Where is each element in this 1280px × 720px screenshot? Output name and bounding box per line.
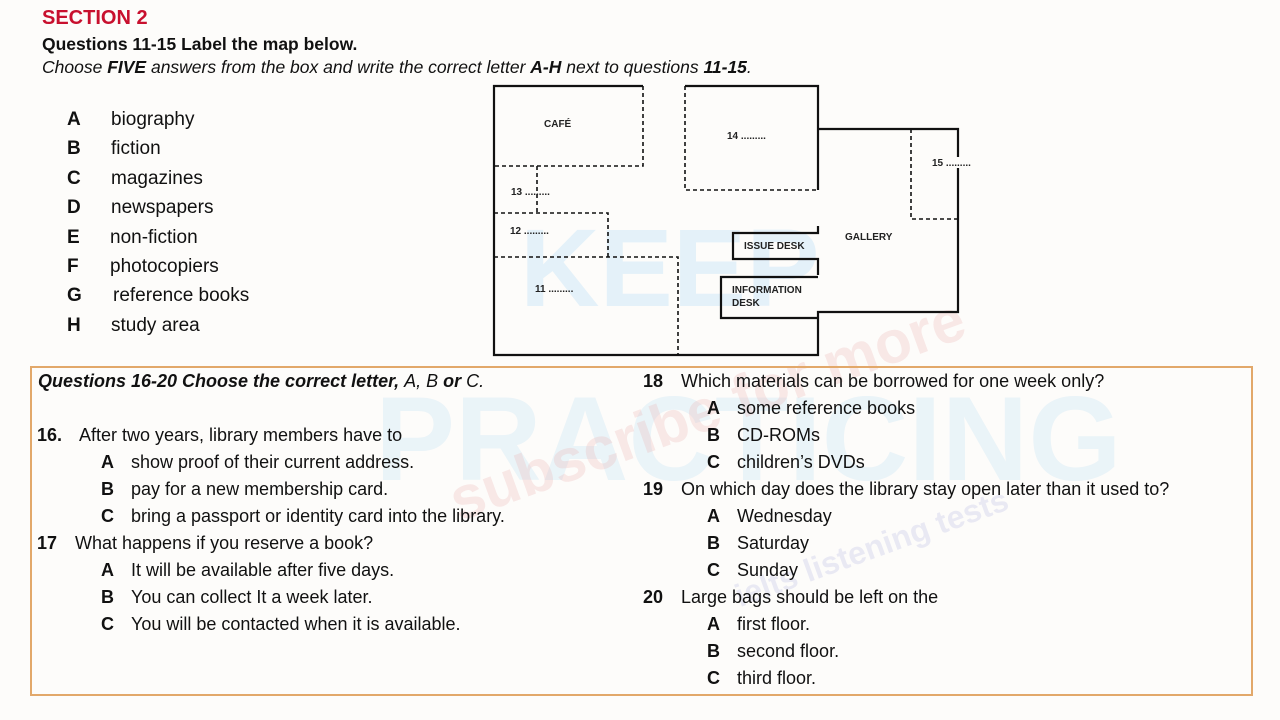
questions-11-15-heading: Questions 11-15 Label the map below. (42, 34, 358, 54)
option-letter: H (67, 314, 81, 336)
question-text: Which materials can be borrowed for one … (681, 371, 1105, 391)
choice-letter: B (101, 479, 114, 499)
heading-letters: A, B (404, 371, 439, 391)
question-number: 20 (643, 587, 664, 607)
choice-text: some reference books (737, 398, 916, 418)
instr-text: answers from the box and write the corre… (146, 57, 531, 77)
choice-text: You will be contacted when it is availab… (131, 614, 461, 634)
choice-letter: A (707, 614, 720, 634)
choice-text: It will be available after five days. (131, 560, 395, 580)
option-text: study area (111, 314, 200, 336)
choice-letter: C (707, 560, 720, 580)
choice-letter: B (707, 425, 720, 445)
question-number: 17 (37, 533, 58, 553)
choice-letter: A (101, 452, 114, 472)
choice-letter: A (707, 398, 720, 418)
choice-letter: C (707, 668, 720, 688)
choice-letter: B (707, 533, 720, 553)
choice-letter: B (707, 641, 720, 661)
question-text: Large bags should be left on the (681, 587, 939, 607)
option-letter: B (67, 138, 81, 160)
choice-letter: C (101, 614, 114, 634)
choice-letter: A (101, 560, 114, 580)
questions-16-20-box (30, 366, 1253, 696)
choice-text: second floor. (737, 641, 840, 661)
map-label-15: 15 ......... (932, 158, 971, 169)
section-title: SECTION 2 (42, 7, 148, 29)
instr-bold: 11-15 (703, 57, 747, 77)
map-label-information-desk: INFORMATION (732, 285, 802, 296)
option-letter: F (67, 256, 79, 277)
option-letter: A (67, 109, 81, 130)
option-text: fiction (111, 138, 161, 160)
question-number: 16. (37, 425, 63, 445)
map-label-14: 14 ......... (727, 131, 766, 142)
instr-text: . (746, 57, 752, 77)
choice-text: bring a passport or identity card into t… (131, 506, 505, 526)
choice-text: You can collect It a week later. (131, 587, 373, 607)
option-letter: G (67, 285, 82, 307)
map-label-12: 12 ......... (510, 226, 549, 237)
map-dashed-partitions (494, 86, 958, 355)
choice-text: first floor. (737, 614, 811, 634)
heading-letter-c: C. (466, 371, 485, 391)
choice-text: Wednesday (737, 506, 832, 526)
choice-text: Saturday (737, 533, 810, 553)
instr-text: Choose (42, 57, 108, 77)
choice-letter: C (707, 452, 720, 472)
option-text: magazines (111, 167, 203, 189)
choice-text: pay for a new membership card. (131, 479, 389, 499)
instr-bold: FIVE (107, 57, 147, 77)
question-number: 19 (643, 479, 664, 499)
heading-text: Questions 16-20 Choose the correct lette… (38, 371, 405, 391)
option-text: reference books (113, 285, 250, 307)
question-text: What happens if you reserve a book? (75, 533, 374, 553)
instr-text: next to questions (561, 57, 704, 77)
instr-bold: A-H (530, 57, 562, 77)
option-letter: D (67, 197, 81, 219)
choice-text: show proof of their current address. (131, 452, 415, 472)
choice-text: Sunday (737, 560, 799, 580)
question-text: After two years, library members have to (79, 425, 403, 445)
option-text: non-fiction (110, 226, 198, 248)
question-number: 18 (643, 371, 664, 391)
choice-letter: A (707, 506, 720, 526)
map-label-11: 11 ......... (535, 284, 574, 295)
choice-text: children’s DVDs (737, 452, 865, 472)
choice-letter: C (101, 506, 114, 526)
option-text: photocopiers (110, 256, 219, 277)
map-label-information-desk-2: DESK (732, 298, 761, 309)
question-text: On which day does the library stay open … (681, 479, 1170, 499)
choice-letter: B (101, 587, 114, 607)
option-letter: C (67, 167, 81, 189)
map-label-cafe: CAFÉ (544, 117, 572, 130)
questions-16-20-heading: Questions 16-20 Choose the correct lette… (38, 370, 484, 392)
map-label-gallery: GALLERY (845, 232, 893, 243)
option-letter: E (67, 226, 80, 248)
heading-or: or (438, 371, 467, 391)
option-text: biography (111, 109, 195, 130)
map-label-issue-desk: ISSUE DESK (744, 241, 805, 252)
map-label-13: 13 ......... (511, 187, 550, 198)
option-text: newspapers (111, 197, 214, 219)
choice-text: third floor. (737, 668, 817, 688)
map-walls (492, 84, 960, 357)
choice-text: CD-ROMs (737, 425, 820, 445)
instruction: Choose FIVE answers from the box and wri… (42, 57, 752, 78)
